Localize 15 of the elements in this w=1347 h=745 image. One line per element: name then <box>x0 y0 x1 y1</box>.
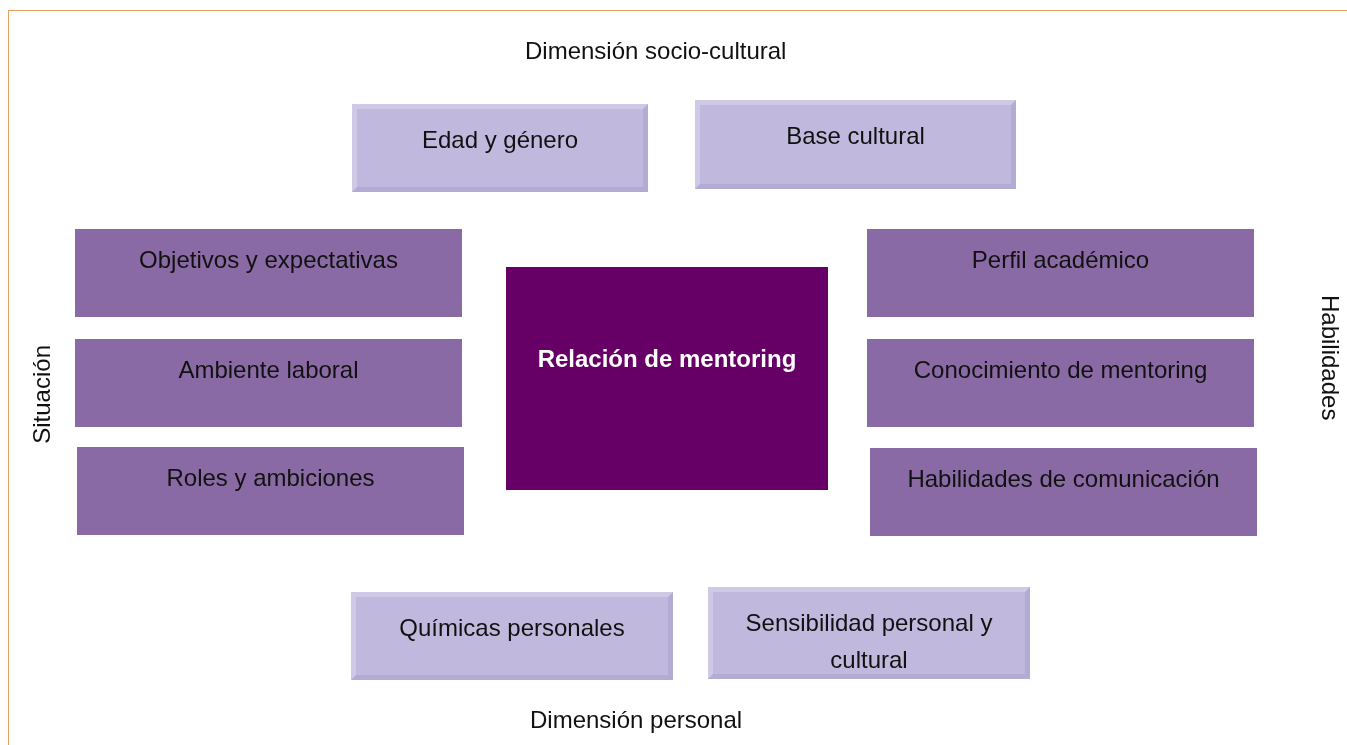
factor-box: Ambiente laboral <box>75 339 462 427</box>
factor-box: Roles y ambiciones <box>77 447 464 535</box>
central-box: Relación de mentoring <box>506 267 828 490</box>
factor-box: Objetivos y expectativas <box>75 229 462 317</box>
dimension-heading: Dimensión personal <box>530 706 743 734</box>
dimension-box: Sensibilidad personal y cultural <box>708 587 1030 679</box>
dimension-heading: Dimensión socio-cultural <box>525 37 787 65</box>
factor-box: Perfil académico <box>867 229 1254 317</box>
factor-box: Conocimiento de mentoring <box>867 339 1254 427</box>
dimension-box: Químicas personales <box>351 592 673 680</box>
axis-label: Habilidades <box>1316 295 1344 421</box>
axis-label: Situación <box>28 345 56 444</box>
factor-box: Habilidades de comunicación <box>870 448 1257 536</box>
dimension-box: Base cultural <box>695 100 1016 189</box>
dimension-box: Edad y género <box>352 104 648 192</box>
